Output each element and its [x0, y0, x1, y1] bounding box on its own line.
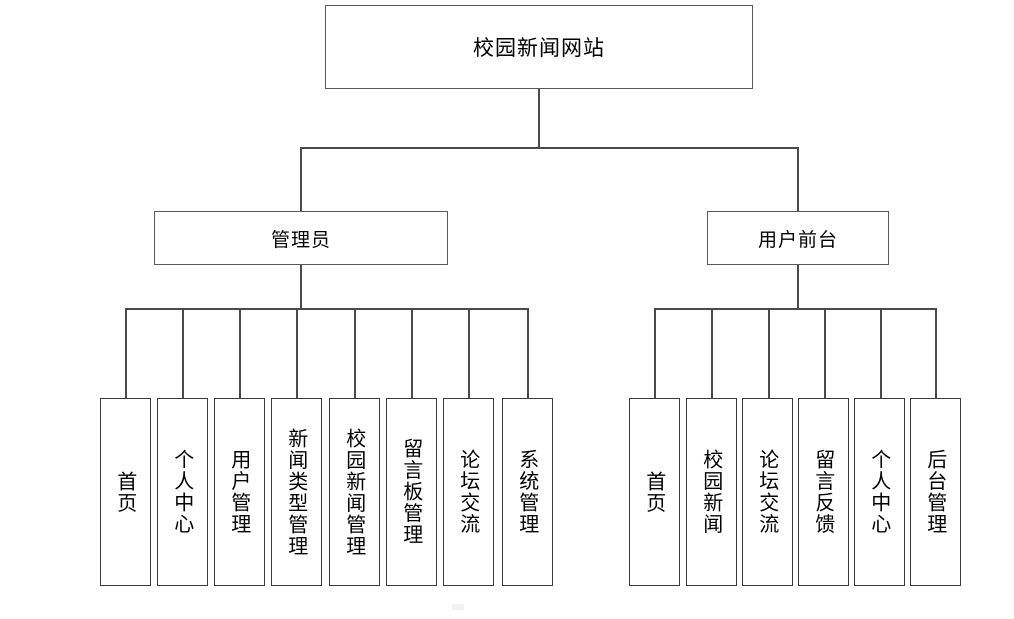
leaf-admin-7-label: 论坛交流 — [456, 449, 481, 535]
connector-user-drop-5 — [880, 308, 882, 398]
leaf-admin-5[interactable]: 校园新闻管理 — [329, 398, 380, 586]
leaf-user-4-label: 留言反馈 — [811, 449, 836, 535]
leaf-user-3-label: 论坛交流 — [755, 449, 780, 535]
connector-admin-drop-7 — [468, 308, 470, 398]
leaf-admin-6-label: 留言板管理 — [399, 438, 424, 546]
leaf-user-1[interactable]: 首页 — [629, 398, 680, 586]
connector-admin-drop-6 — [411, 308, 413, 398]
connector-admin-fanout-bar — [125, 308, 529, 310]
node-root[interactable]: 校园新闻网站 — [325, 5, 753, 89]
leaf-admin-2[interactable]: 个人中心 — [157, 398, 208, 586]
leaf-user-6[interactable]: 后台管理 — [910, 398, 961, 586]
connector-admin-drop-4 — [296, 308, 298, 398]
leaf-user-5-label: 个人中心 — [867, 449, 892, 535]
connector-admin-drop-2 — [182, 308, 184, 398]
leaf-admin-8[interactable]: 系统管理 — [502, 398, 553, 586]
leaf-admin-5-label: 校园新闻管理 — [342, 427, 367, 557]
leaf-admin-7[interactable]: 论坛交流 — [443, 398, 494, 586]
node-branch-admin[interactable]: 管理员 — [154, 211, 448, 265]
leaf-admin-1-label: 首页 — [113, 470, 138, 514]
connector-root-stem — [538, 89, 540, 148]
connector-admin-drop-5 — [354, 308, 356, 398]
connector-admin-drop-8 — [527, 308, 529, 398]
leaf-user-5[interactable]: 个人中心 — [854, 398, 905, 586]
connector-admin-drop-1 — [125, 308, 127, 398]
connector-drop-admin — [300, 147, 302, 212]
leaf-admin-2-label: 个人中心 — [170, 449, 195, 535]
page-watermark — [452, 604, 464, 610]
leaf-admin-3[interactable]: 用户管理 — [214, 398, 265, 586]
leaf-admin-4[interactable]: 新闻类型管理 — [271, 398, 322, 586]
node-branch-user-label: 用户前台 — [757, 228, 838, 251]
leaf-user-4[interactable]: 留言反馈 — [798, 398, 849, 586]
connector-user-stem — [797, 265, 799, 309]
leaf-user-2[interactable]: 校园新闻 — [686, 398, 737, 586]
leaf-admin-6[interactable]: 留言板管理 — [386, 398, 437, 586]
leaf-admin-8-label: 系统管理 — [515, 449, 540, 535]
connector-user-drop-6 — [935, 308, 937, 398]
node-branch-admin-label: 管理员 — [270, 228, 331, 251]
connector-user-drop-4 — [824, 308, 826, 398]
connector-user-fanout-bar — [654, 308, 936, 310]
leaf-admin-3-label: 用户管理 — [227, 449, 252, 535]
connector-user-drop-2 — [711, 308, 713, 398]
connector-level2-bar — [300, 147, 798, 149]
leaf-user-1-label: 首页 — [642, 470, 667, 514]
node-root-label: 校园新闻网站 — [473, 36, 605, 60]
connector-admin-drop-3 — [239, 308, 241, 398]
node-branch-user[interactable]: 用户前台 — [707, 211, 889, 265]
leaf-user-6-label: 后台管理 — [923, 449, 948, 535]
leaf-user-2-label: 校园新闻 — [699, 449, 724, 535]
connector-admin-stem — [300, 265, 302, 309]
leaf-admin-4-label: 新闻类型管理 — [284, 427, 309, 557]
leaf-user-3[interactable]: 论坛交流 — [742, 398, 793, 586]
leaf-admin-1[interactable]: 首页 — [100, 398, 151, 586]
connector-user-drop-1 — [654, 308, 656, 398]
connector-user-drop-3 — [768, 308, 770, 398]
connector-drop-user — [797, 147, 799, 212]
